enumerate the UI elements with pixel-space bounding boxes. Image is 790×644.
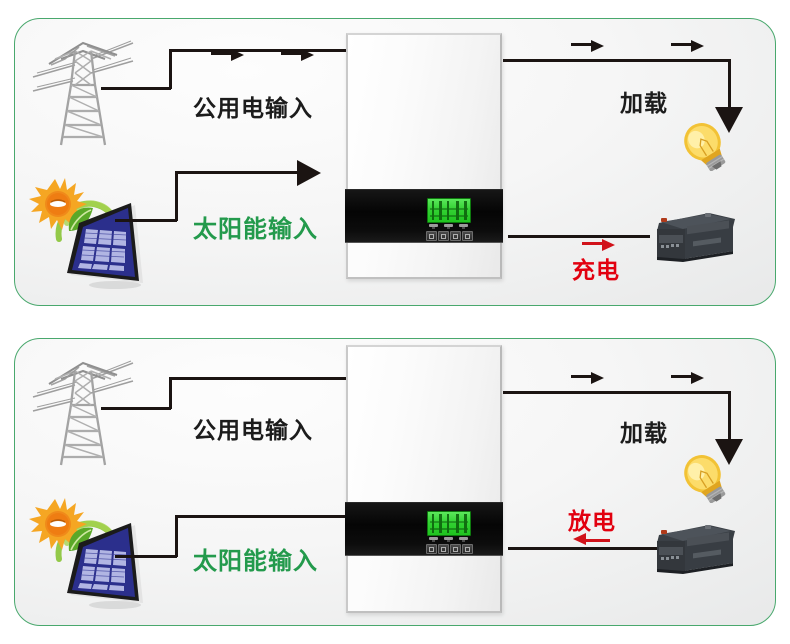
label-battery-discharging: 放电	[568, 508, 616, 534]
inverter-led-indicators	[429, 224, 469, 229]
inverter-button-2[interactable]	[438, 231, 449, 241]
inverter-button-3[interactable]	[450, 544, 461, 554]
solar-source-icon-group	[27, 177, 145, 289]
inverter-button-row[interactable]	[426, 544, 473, 554]
transmission-tower-icon	[31, 349, 135, 467]
inverter-control-panel	[345, 502, 503, 556]
label-load: 加载	[620, 420, 668, 446]
wire-utility-riser	[169, 377, 172, 409]
flow-arrow-load-down	[715, 439, 743, 465]
inverter-led-indicators	[429, 537, 469, 542]
inverter-button-1[interactable]	[426, 544, 437, 554]
wire-battery	[508, 547, 658, 550]
wire-solar-upper	[175, 515, 347, 518]
wire-solar-upper	[175, 171, 299, 174]
wire-load-drop	[728, 391, 731, 447]
light-bulb-icon	[679, 115, 737, 171]
inverter-button-4[interactable]	[462, 231, 473, 241]
wire-load-horizontal	[503, 59, 731, 62]
label-solar-input: 太阳能输入	[193, 216, 318, 243]
wire-load-horizontal	[503, 391, 731, 394]
light-bulb-icon	[679, 447, 737, 503]
inverter-button-1[interactable]	[426, 231, 437, 241]
wire-battery	[508, 235, 650, 238]
transmission-tower-icon	[31, 29, 135, 147]
inverter-lcd-display	[427, 198, 471, 223]
wire-utility-upper	[169, 377, 347, 380]
inverter-button-2[interactable]	[438, 544, 449, 554]
label-utility-input: 公用电输入	[193, 417, 313, 443]
wire-load-drop	[728, 59, 731, 113]
flow-arrow-solar	[297, 160, 321, 186]
panel-mode-charging: 公用电输入 太阳能输入	[14, 18, 776, 306]
battery-icon	[653, 521, 737, 577]
battery-icon	[653, 209, 737, 265]
wire-utility-upper	[169, 49, 347, 52]
wire-solar-riser	[175, 515, 178, 557]
inverter-button-4[interactable]	[462, 544, 473, 554]
flow-arrow-load-down	[715, 107, 743, 133]
inverter-control-panel	[345, 189, 503, 243]
panel-mode-discharging: 公用电输入 太阳能输入	[14, 338, 776, 626]
wire-utility-riser	[169, 49, 172, 89]
wire-utility-lower	[101, 407, 171, 410]
label-solar-input: 太阳能输入	[193, 548, 318, 575]
inverter-lcd-display	[427, 511, 471, 536]
wire-solar-riser	[175, 171, 178, 221]
label-battery-charging: 充电	[572, 257, 620, 283]
label-utility-input: 公用电输入	[193, 95, 313, 121]
label-load: 加载	[620, 90, 668, 116]
inverter-button-3[interactable]	[450, 231, 461, 241]
wire-utility-lower	[101, 87, 171, 90]
inverter-icon	[345, 345, 503, 613]
wire-solar-lower	[115, 555, 177, 558]
inverter-icon	[345, 33, 503, 279]
wire-solar-lower	[115, 219, 177, 222]
solar-source-icon-group	[27, 497, 145, 609]
inverter-button-row[interactable]	[426, 231, 473, 241]
